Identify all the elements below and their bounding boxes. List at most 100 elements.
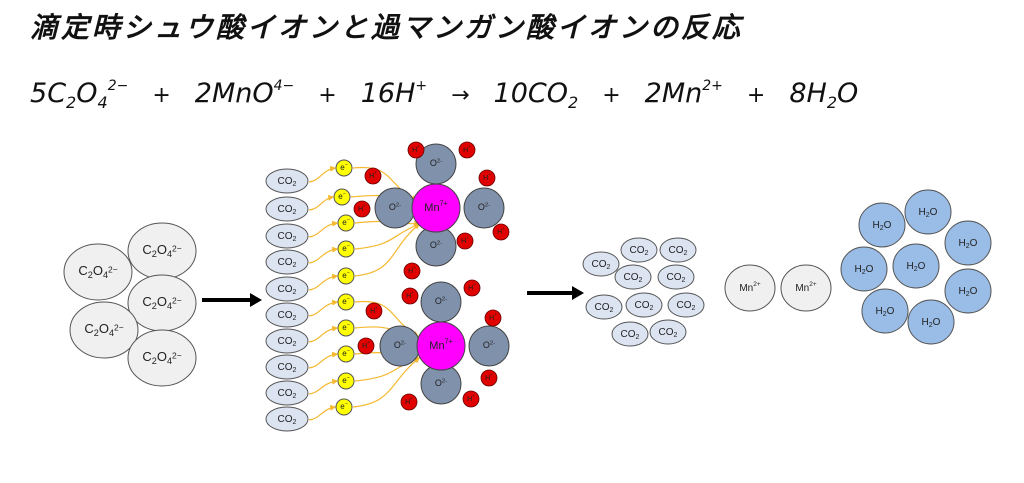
water-ellipse: [944, 220, 992, 266]
proton: H+: [353, 200, 371, 218]
electron-circle: [337, 267, 355, 285]
co2-ellipse: [614, 264, 652, 290]
equation-term: 2MnO4−: [194, 78, 295, 109]
electron-label: e−: [338, 191, 345, 201]
oxalate-label: C2O42−: [84, 321, 123, 338]
co2-molecule: CO2: [265, 223, 309, 249]
co2-ellipse: [582, 251, 620, 277]
electron-circle: [337, 293, 355, 311]
co2-molecule: CO2: [265, 196, 309, 222]
electron-circle: [337, 372, 355, 390]
proton: H+: [403, 262, 421, 280]
co2-molecule: CO2: [265, 276, 309, 302]
co2-label: CO2: [624, 272, 643, 284]
co2-ellipse: [265, 249, 309, 275]
oxide-ion: O2-: [415, 225, 457, 267]
proton: H+: [401, 287, 419, 305]
oxide-label: O2-: [478, 202, 490, 212]
oxalate-ion: C2O42−: [127, 329, 197, 387]
co2-molecule: CO2: [625, 292, 663, 318]
proton-label: H+: [370, 305, 378, 314]
water-ellipse: [892, 243, 940, 289]
oxide-ion: O2-: [374, 187, 416, 229]
oxide-label: O2-: [394, 340, 406, 350]
mn7-circle: [411, 183, 461, 233]
co2-to-electron-arrow: [308, 273, 339, 291]
co2-ellipse: [625, 292, 663, 318]
proton-circle: [462, 390, 480, 408]
proton-label: H+: [405, 396, 413, 405]
co2-to-electron-arrow: [308, 194, 335, 211]
co2-molecule: CO2: [265, 354, 309, 380]
co2-label: CO2: [669, 245, 688, 257]
oxalate-label: C2O42−: [142, 349, 181, 366]
water-molecule: H2O: [944, 220, 992, 266]
oxide-label: O2-: [430, 158, 442, 168]
co2-label: CO2: [278, 336, 297, 348]
mn7-circle: [416, 321, 466, 371]
water-molecule: H2O: [861, 288, 909, 334]
reaction-arrow-1: [202, 293, 262, 307]
mn7-ion: Mn7+: [416, 321, 466, 371]
co2-ellipse: [585, 294, 623, 320]
mn2-product-group: Mn2+Mn2+: [724, 264, 832, 312]
co2-ellipse: [265, 380, 309, 406]
permanganate-group: O2-O2-O2-O2-Mn7+H+H+H+H+H+H+H+H+O2-O2-O2…: [353, 141, 510, 411]
proton-label: H+: [406, 290, 414, 299]
co2-ellipse: [265, 328, 309, 354]
equation-operator: +: [318, 83, 337, 108]
proton-circle: [353, 200, 371, 218]
proton: H+: [492, 223, 510, 241]
proton-circle: [480, 369, 498, 387]
oxide-circle: [468, 325, 510, 367]
proton-label: H+: [463, 144, 471, 153]
proton-circle: [365, 302, 383, 320]
proton-label: H+: [412, 144, 420, 153]
proton: H+: [456, 232, 474, 250]
co2-molecule: CO2: [659, 237, 697, 263]
proton-circle: [401, 287, 419, 305]
oxalate-label: C2O42−: [78, 263, 117, 280]
oxide-label: O2-: [435, 378, 447, 388]
proton-label: H+: [461, 235, 469, 244]
electron-circle: [335, 398, 353, 416]
water-molecule: H2O: [944, 268, 992, 314]
co2-label: CO2: [278, 414, 297, 426]
co2-label: CO2: [659, 327, 678, 339]
proton-label: H+: [467, 393, 475, 402]
permanganate-unit: O2-O2-O2-O2-Mn7+H+H+H+H+H+H+H+H+: [353, 141, 510, 280]
arrow-head: [572, 286, 584, 300]
water-label: H2O: [873, 220, 892, 232]
equation-operator: +: [746, 83, 766, 108]
equation-term: 2Mn2+: [644, 78, 723, 109]
co2-molecule: CO2: [582, 251, 620, 277]
electron-label: e−: [340, 401, 347, 411]
electron-label: e−: [342, 270, 349, 280]
electron-circle: [333, 188, 351, 206]
water-label: H2O: [959, 286, 978, 298]
oxide-label: O2-: [483, 340, 495, 350]
co2-to-electron-arrow: [308, 351, 339, 369]
proton-label: H+: [485, 372, 493, 381]
electron-label: e−: [340, 162, 347, 172]
proton: H+: [400, 393, 418, 411]
page-title: 滴定時シュウ酸イオンと過マンガン酸イオンの反応: [30, 11, 744, 44]
co2-ellipse: [649, 319, 687, 345]
co2-label: CO2: [635, 300, 654, 312]
proton: H+: [480, 369, 498, 387]
electron-circle: [337, 319, 355, 337]
water-ellipse: [861, 288, 909, 334]
water-label: H2O: [922, 317, 941, 329]
proton-circle: [400, 393, 418, 411]
electron-column: e−e−e−e−e−e−e−e−e−e−: [333, 159, 355, 416]
mn2-label: Mn2+: [739, 281, 761, 294]
equation-term: 5C2O42−: [30, 78, 129, 112]
co2-molecule: CO2: [265, 406, 309, 432]
oxalate-ellipse: [69, 301, 139, 359]
electron-label: e−: [342, 348, 349, 358]
co2-label: CO2: [278, 310, 297, 322]
proton-circle: [456, 232, 474, 250]
co2-label: CO2: [677, 300, 696, 312]
electron: e−: [337, 267, 355, 285]
